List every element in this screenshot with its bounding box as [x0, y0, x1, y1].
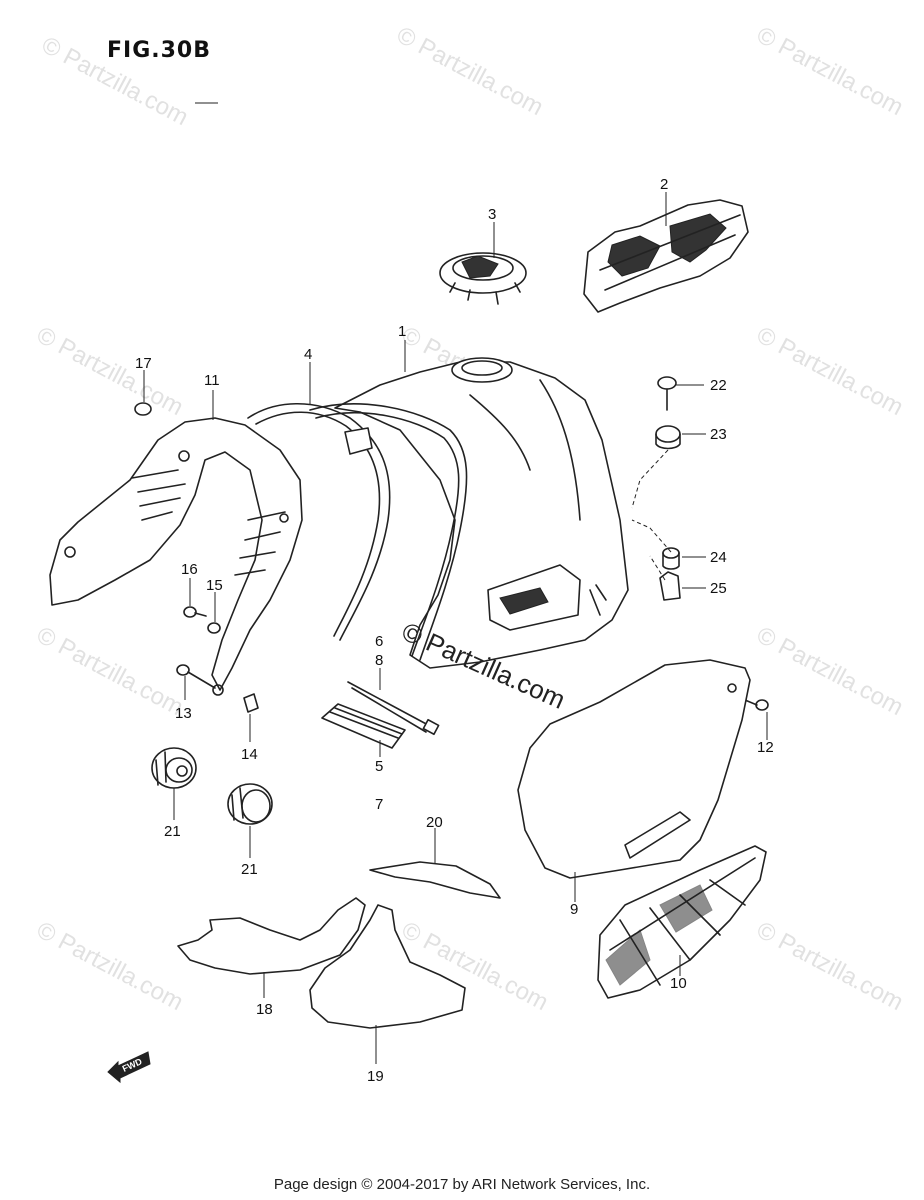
callout-1: 1 [398, 323, 406, 340]
watermark: © Partzilla.com [752, 21, 907, 121]
callout-17: 17 [135, 355, 152, 372]
part-9-side-cover [517, 659, 751, 879]
part-25-cushion [659, 571, 681, 601]
part-15-collar [207, 622, 221, 634]
part-1-fuel-tank [334, 357, 629, 669]
part-23-cushion [655, 425, 681, 450]
watermark: © Partzilla.com [752, 321, 907, 421]
part-5-pad [321, 703, 406, 749]
part-18-under-cover [177, 897, 366, 975]
part-6-cable-tie [347, 681, 440, 736]
callout-9: 9 [570, 901, 578, 918]
callout-8: 8 [375, 652, 383, 669]
part-17-bolt [134, 402, 152, 416]
callout-16: 16 [181, 561, 198, 578]
callout-23: 23 [710, 426, 727, 443]
part-12-screw [744, 699, 769, 711]
part-16-screw [183, 606, 207, 618]
part-11-tank-shroud [49, 417, 303, 691]
watermark: © Partzilla.com [37, 31, 192, 131]
leader-lines [143, 192, 768, 1064]
callout-21: 21 [164, 823, 181, 840]
callout-4: 4 [304, 346, 312, 363]
watermark: © Partzilla.com [32, 621, 187, 721]
callout-6: 6 [375, 633, 383, 650]
part-14-clip [243, 693, 259, 713]
watermark: © Partzilla.com [32, 321, 187, 421]
part-10-seat [597, 845, 767, 999]
callout-20: 20 [426, 814, 443, 831]
callout-10: 10 [670, 975, 687, 992]
part-24-cushion [662, 547, 680, 570]
callout-22: 22 [710, 377, 727, 394]
watermark: © Partzilla.com [752, 916, 907, 1016]
part-13-bolt [176, 664, 224, 696]
callout-11: 11 [204, 372, 220, 389]
part-4-trim-strip [247, 403, 468, 661]
callout-13: 13 [175, 705, 192, 722]
part-3-fuel-cap [439, 252, 527, 305]
part-22-bolt [657, 376, 677, 411]
callout-14: 14 [241, 746, 258, 763]
callout-12: 12 [757, 739, 774, 756]
callout-15: 15 [206, 577, 223, 594]
figure-title: FIG.30B [107, 38, 212, 63]
callout-25: 25 [710, 580, 727, 597]
callout-7: 7 [375, 796, 383, 813]
callout-21: 21 [241, 861, 258, 878]
page-footer: Page design © 2004-2017 by ARI Network S… [273, 1176, 651, 1193]
part-19-under-cover [309, 904, 466, 1029]
callout-18: 18 [256, 1001, 273, 1018]
watermark: © Partzilla.com [752, 621, 907, 721]
callout-5: 5 [375, 758, 383, 775]
part-21-grommet [227, 783, 273, 825]
fwd-arrow-icon: FWD [107, 1051, 151, 1084]
watermark: © Partzilla.com [32, 916, 187, 1016]
callout-19: 19 [367, 1068, 384, 1085]
callout-2: 2 [660, 176, 668, 193]
part-20-panel [369, 861, 501, 899]
part-21-grommet [151, 747, 197, 789]
callout-labels: 1 2 3 4 5 6 7 8 9 10 11 12 13 14 15 16 1… [135, 176, 774, 1085]
part-2-emblem [583, 199, 749, 313]
callout-3: 3 [488, 206, 496, 223]
callout-24: 24 [710, 549, 727, 566]
watermark: © Partzilla.com [392, 21, 547, 121]
